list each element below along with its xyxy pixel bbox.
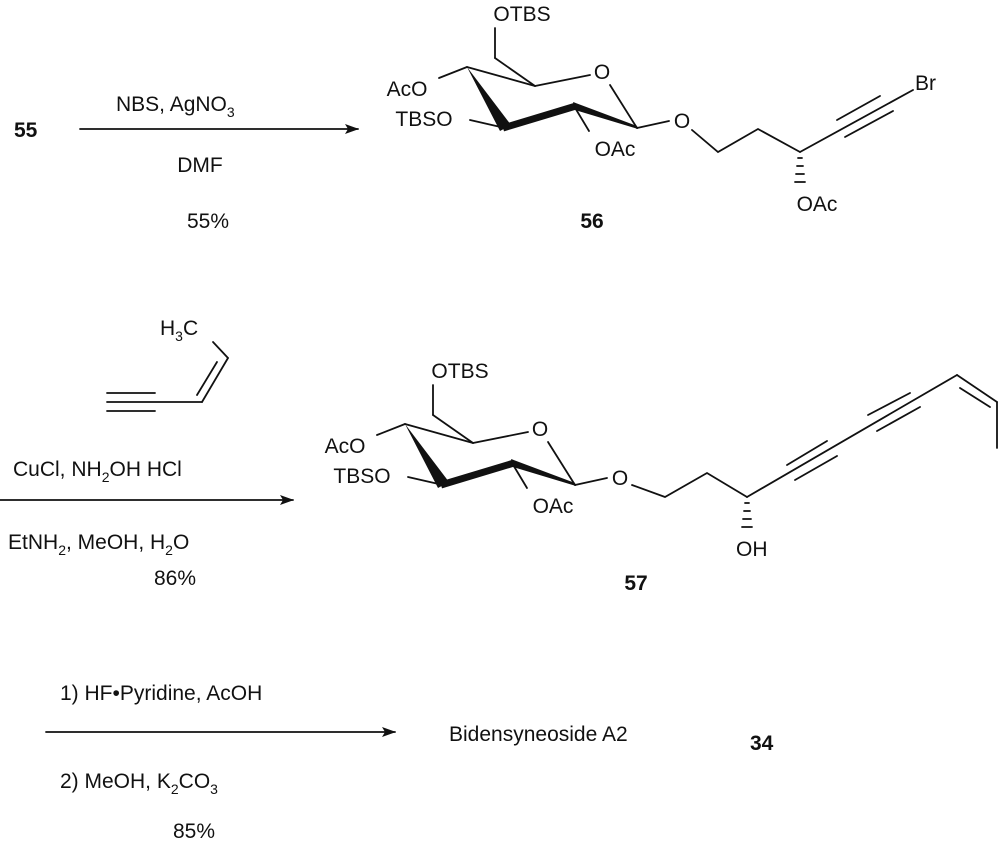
compound-55-label: 55 <box>14 119 38 142</box>
aco-group: AcO <box>325 435 366 458</box>
tbso-group: TBSO <box>395 108 452 131</box>
ring-oxygen: O <box>532 418 548 441</box>
compound-57-label: 57 <box>624 572 647 595</box>
compound-56-structure: OTBS O AcO TBSO OAc O OAc Br <box>387 3 936 216</box>
product-label: 34 <box>750 732 774 755</box>
compound-57-structure: OTBS O AcO TBSO OAc O OH <box>325 360 998 561</box>
oac-group: OAc <box>533 495 574 518</box>
methyl-group: H3C <box>160 317 198 344</box>
pentenyne-reagent-structure: H3C <box>106 317 229 412</box>
step2-yield: 86% <box>154 567 196 590</box>
glycosidic-oxygen: O <box>612 467 628 490</box>
tbso-group: TBSO <box>333 465 390 488</box>
step3-reagent-below: 2) MeOH, K2CO3 <box>60 770 218 797</box>
hydroxyl-group: OH <box>736 538 768 561</box>
step2-reagent-below: EtNH2, MeOH, H2O <box>8 531 189 558</box>
step3-yield: 85% <box>173 820 215 843</box>
side-chain-oac: OAc <box>797 193 838 216</box>
step2-reagent-above: CuCl, NH2OH HCl <box>13 458 182 485</box>
glycosidic-oxygen: O <box>674 110 690 133</box>
step1-reagent-above: NBS, AgNO3 <box>116 93 235 120</box>
product-name: Bidensyneoside A2 <box>449 723 628 746</box>
step3-reagent-above: 1) HF•Pyridine, AcOH <box>60 682 262 705</box>
oac-group: OAc <box>595 138 636 161</box>
aco-group: AcO <box>387 78 428 101</box>
ring-oxygen: O <box>594 61 610 84</box>
bromine-atom: Br <box>915 72 936 95</box>
step1-solvent: DMF <box>177 154 223 177</box>
otbs-group: OTBS <box>431 360 488 383</box>
compound-56-label: 56 <box>580 210 603 233</box>
step1-yield: 55% <box>187 210 229 233</box>
otbs-group: OTBS <box>493 3 550 26</box>
